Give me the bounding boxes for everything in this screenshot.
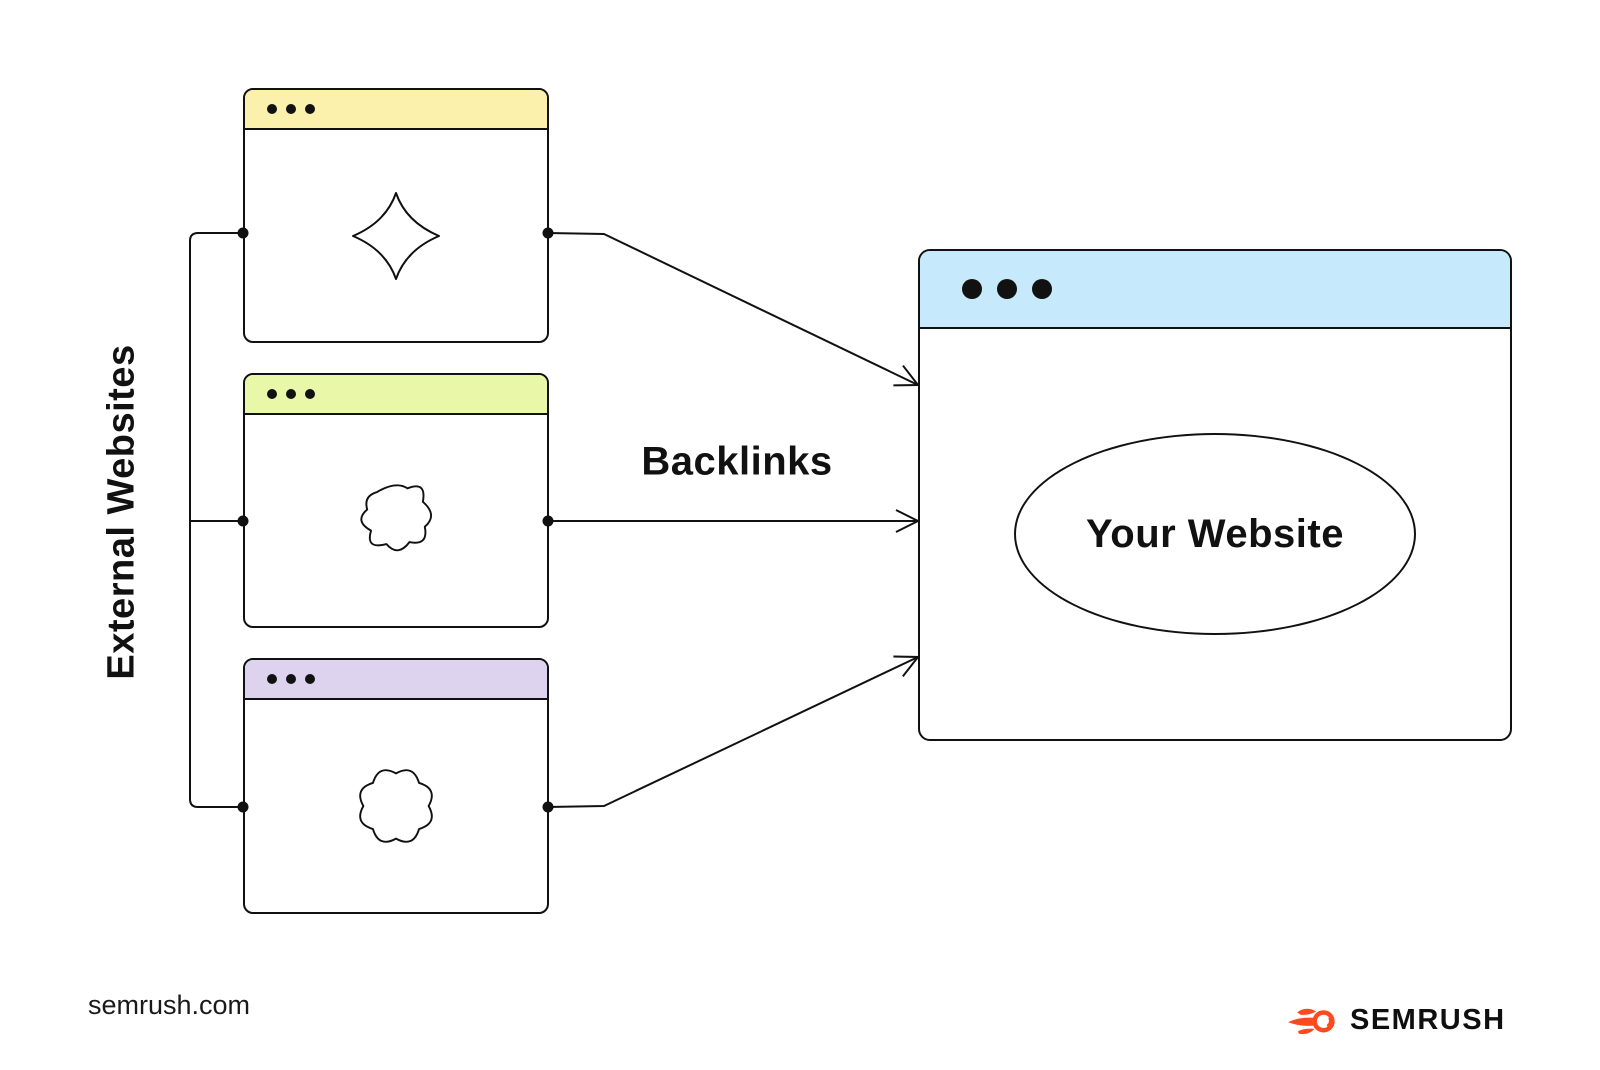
- window-control-dots: [267, 104, 324, 114]
- window-dot-icon: [305, 104, 315, 114]
- window-titlebar: [920, 251, 1510, 329]
- window-dot-icon: [286, 104, 296, 114]
- source-url-label: semrush.com: [88, 990, 251, 1020]
- window-dot-icon: [305, 674, 315, 684]
- your-website-label: Your Website: [1086, 511, 1344, 556]
- backlink-arrow-1: [547, 232, 921, 387]
- semrush-wordmark: SEMRUSH: [1350, 1004, 1506, 1036]
- window-dot-icon: [267, 674, 277, 684]
- window-dot-icon: [286, 674, 296, 684]
- window-dot-icon: [267, 389, 277, 399]
- star-blob-icon: [360, 483, 432, 551]
- window-body: [245, 415, 547, 626]
- backlinks-label: Backlinks: [641, 439, 833, 484]
- flower-blob-icon: [359, 769, 433, 843]
- semrush-flame-icon: [1288, 1008, 1335, 1035]
- window-titlebar: [245, 660, 547, 700]
- window-control-dots: [962, 279, 1067, 299]
- window-dot-icon: [286, 389, 296, 399]
- window-dot-icon: [962, 279, 982, 299]
- window-dot-icon: [1032, 279, 1052, 299]
- window-body: [245, 700, 547, 912]
- window-dot-icon: [997, 279, 1017, 299]
- external-websites-bracket: [189, 232, 243, 808]
- window-titlebar: [245, 90, 547, 130]
- window-dot-icon: [305, 389, 315, 399]
- window-dot-icon: [267, 104, 277, 114]
- your-website-window: Your Website: [918, 249, 1512, 741]
- external-website-window-2: [243, 373, 549, 628]
- diamond-blob-icon: [352, 191, 440, 280]
- window-titlebar: [245, 375, 547, 415]
- window-body: Your Website: [920, 329, 1510, 739]
- window-control-dots: [267, 674, 324, 684]
- semrush-logo: SEMRUSH: [1288, 1004, 1506, 1037]
- window-body: [245, 130, 547, 341]
- external-website-window-1: [243, 88, 549, 343]
- external-website-window-3: [243, 658, 549, 914]
- your-website-ellipse: Your Website: [1014, 433, 1416, 635]
- backlink-arrow-3: [547, 655, 921, 808]
- window-control-dots: [267, 389, 324, 399]
- external-websites-label: External Websites: [100, 344, 143, 680]
